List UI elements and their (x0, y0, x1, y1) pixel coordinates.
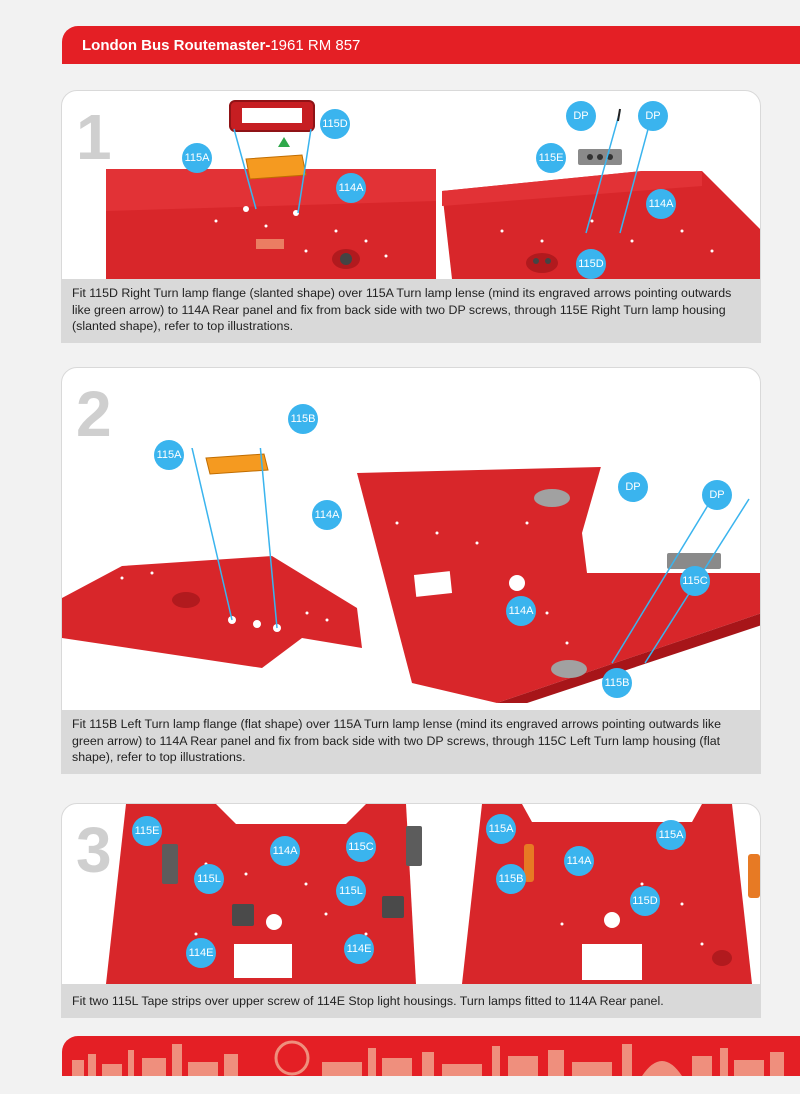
step-1-callout-114a-right: 114A (646, 189, 676, 219)
step-3-callout-114e-right: 114E (344, 934, 374, 964)
step-3-callout-115b: 115B (496, 864, 526, 894)
step-3-caption: Fit two 115L Tape strips over upper scre… (62, 984, 760, 1017)
step-3-callout-114e-left: 114E (186, 938, 216, 968)
step-1-panel: 1 (61, 90, 761, 343)
step-3-number: 3 (76, 814, 112, 886)
step-2-callout-dp-left: DP (618, 472, 648, 502)
title-year: 1961 RM 857 (270, 37, 361, 54)
step-1-illustration-right (442, 104, 760, 279)
header-band (62, 26, 800, 64)
step-1-caption: Fit 115D Right Turn lamp flange (slanted… (62, 279, 760, 342)
step-3-callout-115e: 115E (132, 816, 162, 846)
step-3-callout-115l-right: 115L (336, 876, 366, 906)
step-3-callout-115d: 115D (630, 886, 660, 916)
step-2-callout-115b-right: 115B (602, 668, 632, 698)
step-1-callout-dp-left: DP (566, 101, 596, 131)
step-3-callout-114a: 114A (270, 836, 300, 866)
step-2-callout-dp-right: DP (702, 480, 732, 510)
step-2-callout-115a: 115A (154, 440, 184, 470)
step-1-number: 1 (76, 101, 112, 173)
step-3-illustration-left (106, 804, 422, 984)
step-3-illustration-right (462, 804, 760, 984)
step-2-callout-114a: 114A (312, 500, 342, 530)
step-1-callout-dp-right: DP (638, 101, 668, 131)
step-2-number: 2 (76, 378, 112, 450)
step-3-callout-114a-right: 114A (564, 846, 594, 876)
step-2-caption: Fit 115B Left Turn lamp flange (flat sha… (62, 710, 760, 773)
step-3-callout-115a-left: 115A (486, 814, 516, 844)
step-1-callout-115d: 115D (320, 109, 350, 139)
step-2-illustration-left (62, 448, 362, 668)
page-title: London Bus Routemaster-1961 RM 857 (82, 36, 360, 56)
step-2-callout-115c: 115C (680, 566, 710, 596)
step-1-callout-115a: 115A (182, 143, 212, 173)
step-3-panel: 3 115E 114A 115C 115L 115L 114E 114E 115… (61, 803, 761, 1018)
london-skyline-icon (72, 1040, 784, 1076)
step-3-callout-115a-right: 115A (656, 820, 686, 850)
title-model: London Bus Routemaster- (82, 37, 271, 54)
step-1-callout-115d-right: 115D (576, 249, 606, 279)
step-2-panel: 2 115B 115A 114A DP DP 115C (61, 367, 761, 774)
step-2-callout-114a-right: 114A (506, 596, 536, 626)
step-3-callout-115l-left: 115L (194, 864, 224, 894)
step-1-illustration-left (106, 100, 436, 279)
step-1-callout-115e: 115E (536, 143, 566, 173)
footer-band (62, 1036, 800, 1076)
step-3-callout-115c: 115C (346, 832, 376, 862)
step-2-callout-115b: 115B (288, 404, 318, 434)
step-1-callout-114a: 114A (336, 173, 366, 203)
